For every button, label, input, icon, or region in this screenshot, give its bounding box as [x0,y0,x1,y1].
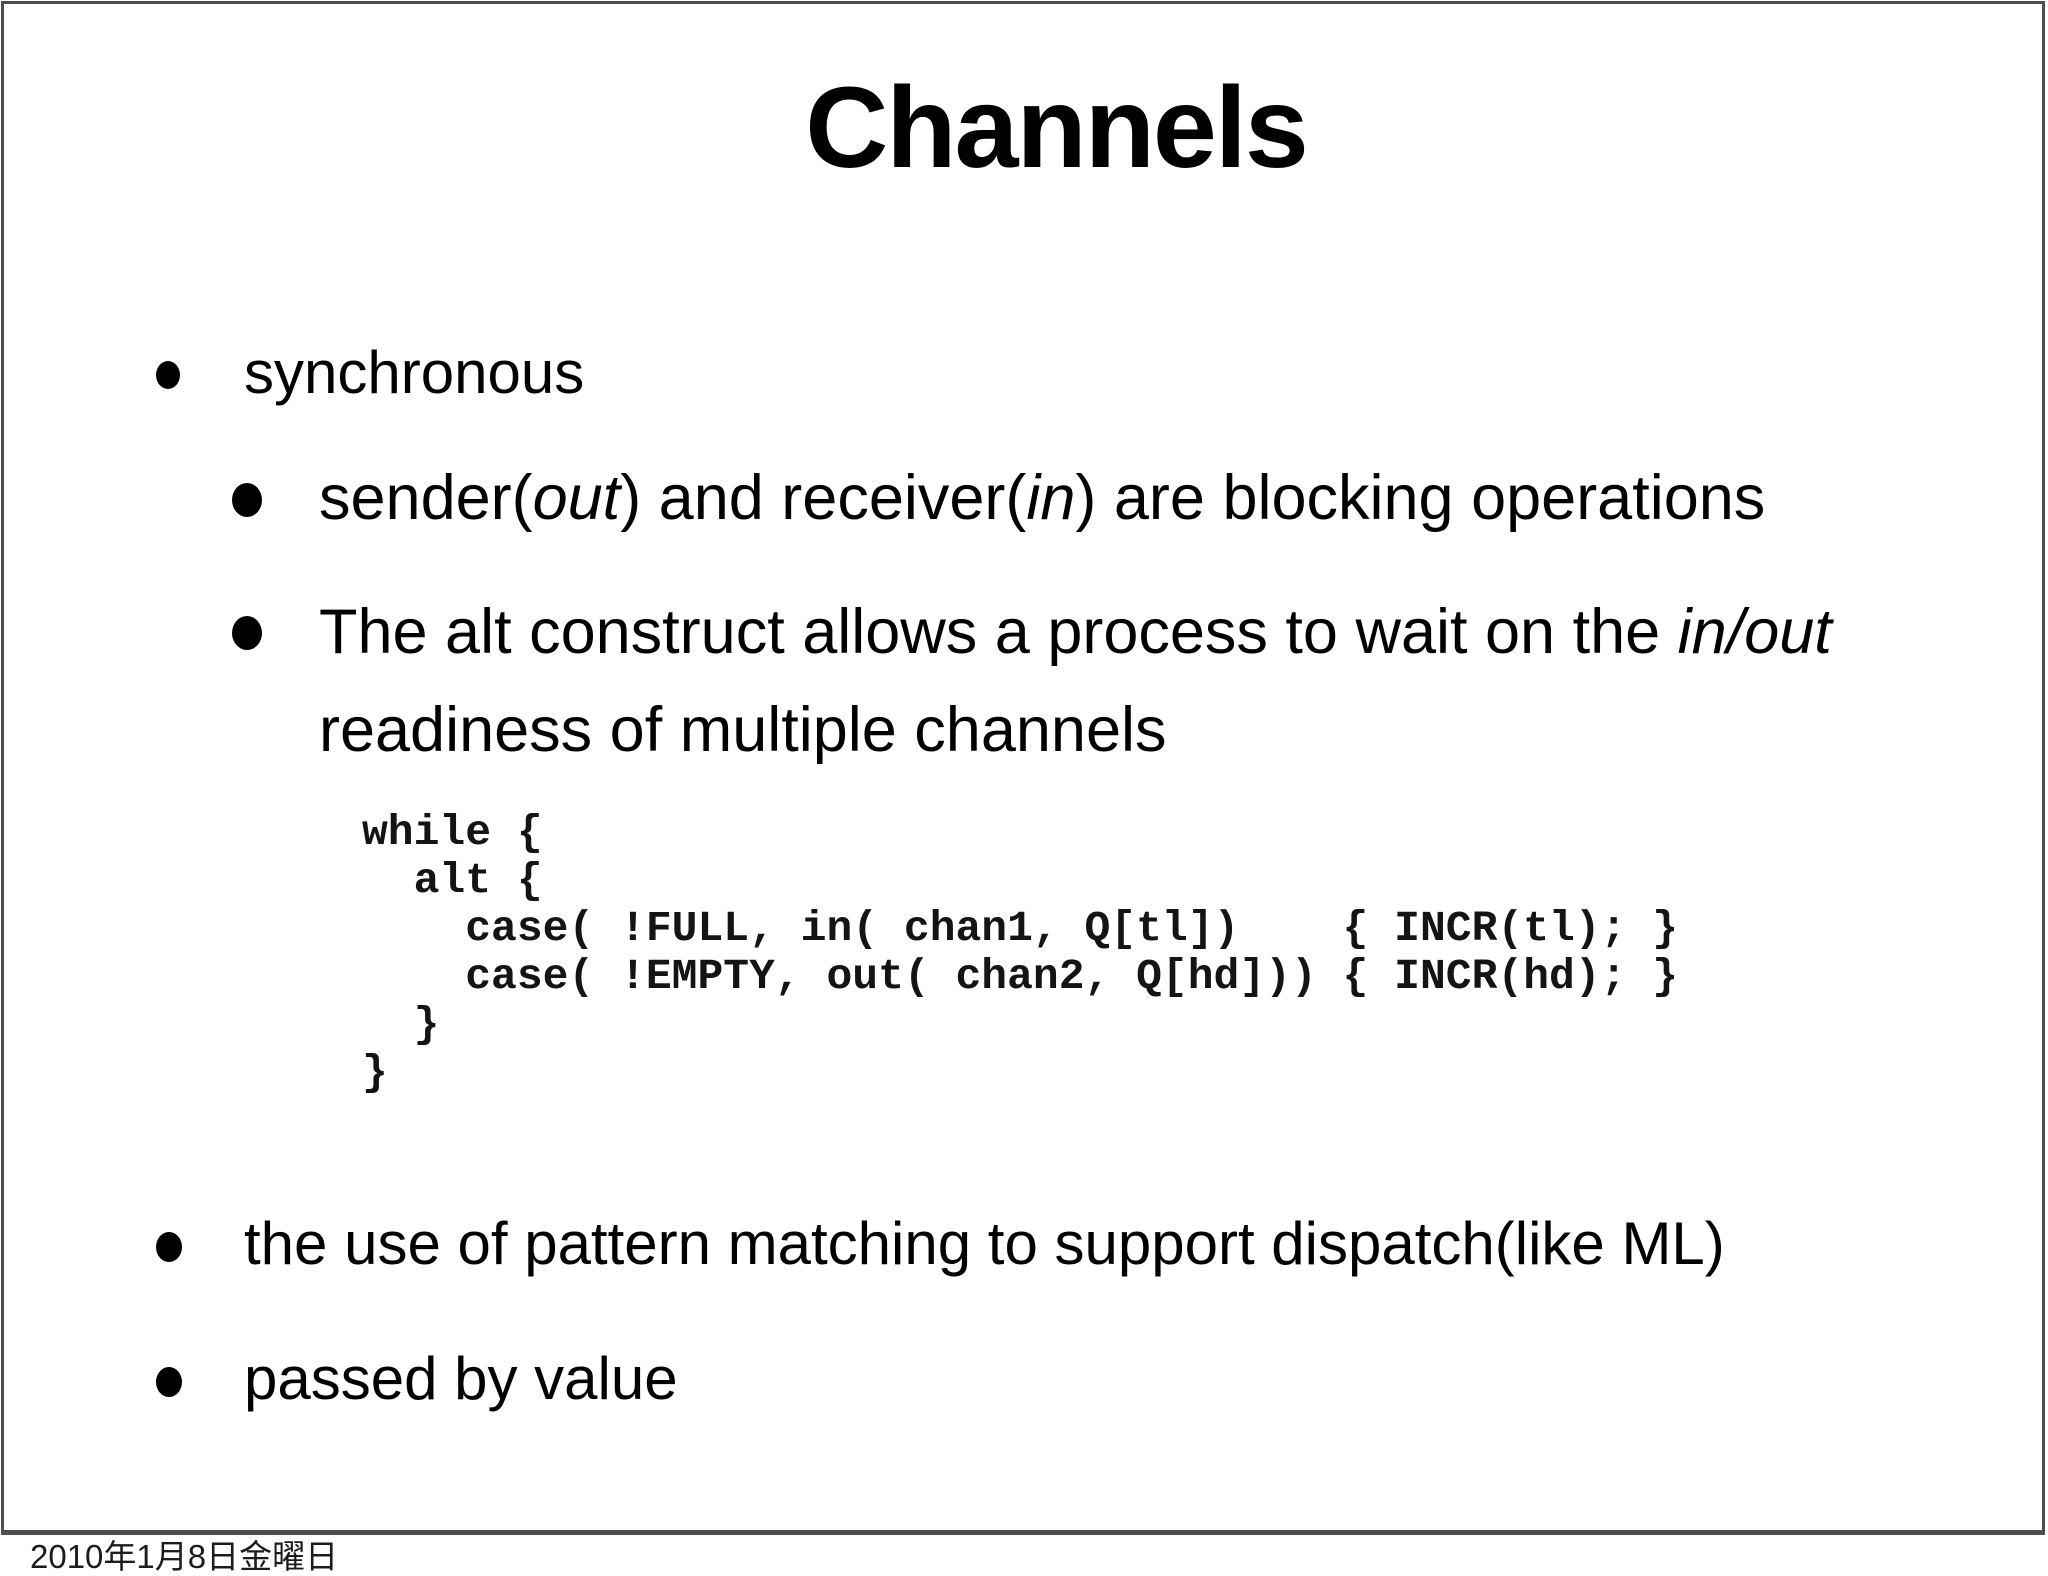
slide-canvas: Channels synchronous sender(out) and rec… [1,1,2045,1535]
text-segment-italic: out [532,463,621,533]
text-segment: synchronous [244,339,585,406]
bullet-icon [232,483,262,517]
bullet-icon [156,1367,182,1397]
text-segment: readiness of multiple channels [319,694,1167,765]
bullet-item-synchronous: synchronous [156,337,584,409]
bullet-text: The alt construct allows a process to wa… [319,584,1832,779]
bullet-text: synchronous [244,337,584,409]
text-segment: the use of pattern matching to support d… [244,1210,1725,1277]
text-segment: The alt construct allows a process to wa… [319,597,1678,667]
bullet-item-alt-construct: The alt construct allows a process to wa… [232,584,1832,779]
text-segment-italic: in [1026,463,1076,533]
bullet-icon [232,616,262,650]
bullet-text: passed by value [244,1343,678,1415]
text-segment: sender( [319,463,533,533]
text-segment: ) and receiver( [620,463,1027,533]
slide-date-footer: 2010年1月8日金曜日 [30,1538,339,1575]
slide-title: Channels [805,64,1309,192]
bullet-text: sender(out) and receiver(in) are blockin… [319,461,1765,537]
bullet-item-pattern-matching: the use of pattern matching to support d… [156,1208,1725,1280]
text-segment: ) are blocking operations [1075,463,1766,533]
bullet-item-sender-receiver: sender(out) and receiver(in) are blockin… [232,461,1765,537]
bullet-icon [156,361,180,389]
bullet-text: the use of pattern matching to support d… [244,1208,1725,1280]
text-segment: passed by value [244,1345,678,1412]
text-segment-italic: in/out [1677,597,1832,667]
bullet-item-passed-by-value: passed by value [156,1343,678,1415]
bullet-icon [156,1232,182,1262]
code-block: while { alt { case( !FULL, in( chan1, Q[… [362,808,1679,1097]
